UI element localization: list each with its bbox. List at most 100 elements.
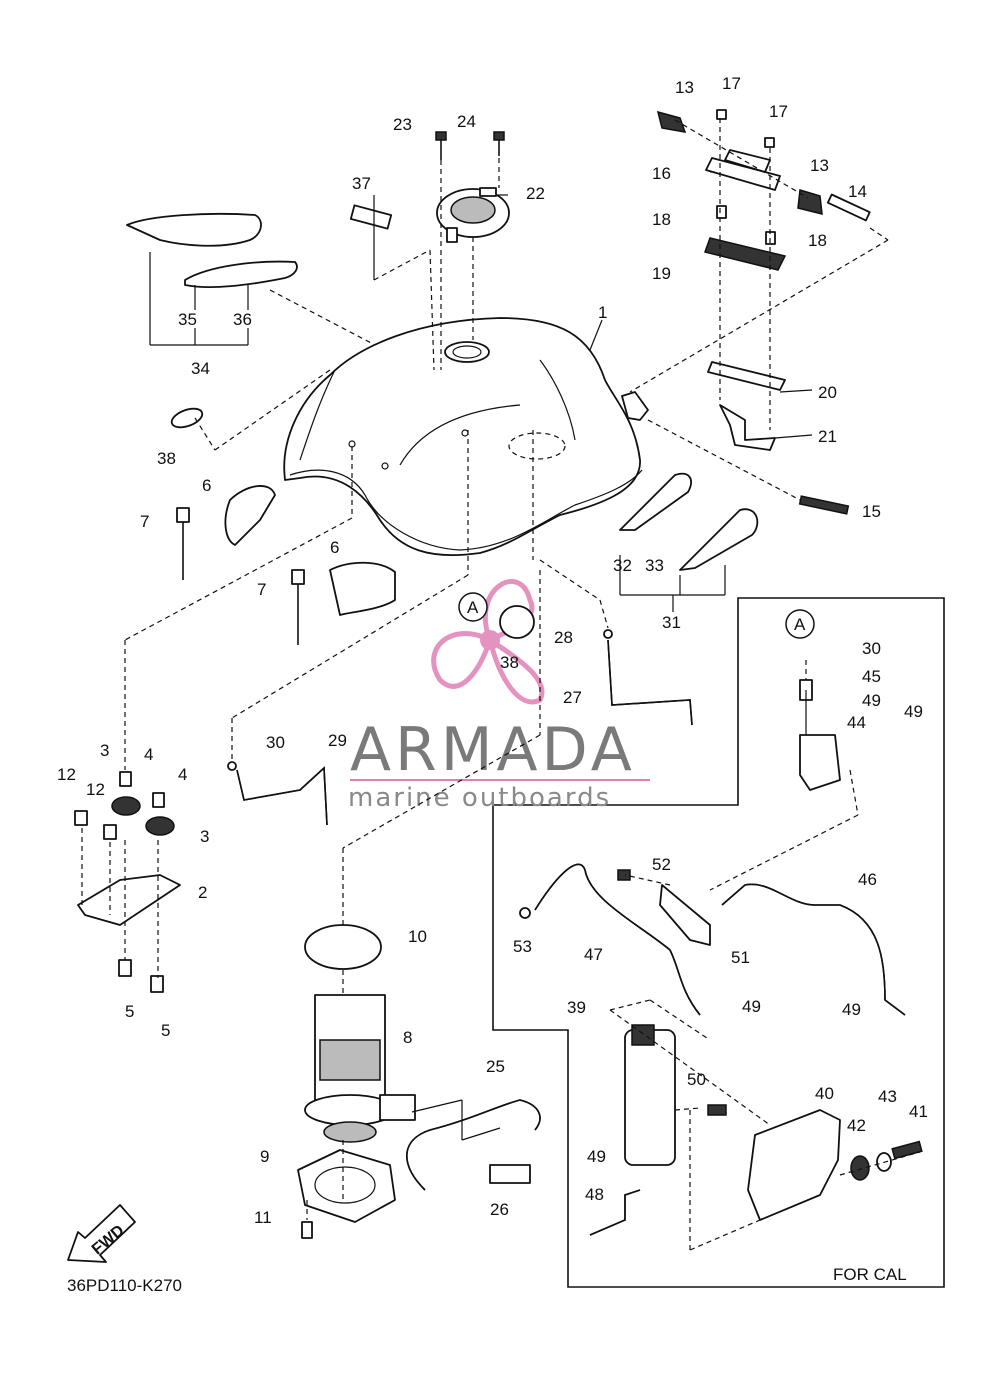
- bolt-52: [617, 869, 631, 881]
- callout-21: 21: [818, 427, 837, 446]
- callout-12-right: 12: [86, 780, 105, 799]
- damper-13-left: [656, 110, 687, 133]
- connector-26: [489, 1164, 531, 1184]
- hose-47: [534, 863, 701, 1016]
- damper-3-left: [111, 796, 141, 816]
- callout-47: 47: [584, 945, 603, 964]
- callout-30-left: 30: [266, 733, 285, 752]
- canister-39: [624, 1029, 676, 1166]
- callout-39: 39: [567, 998, 586, 1017]
- bolt-41: [891, 1140, 923, 1160]
- callout-3-right: 3: [200, 827, 209, 846]
- callout-19: 19: [652, 264, 671, 283]
- callout-23: 23: [393, 115, 412, 134]
- callout-32: 32: [613, 556, 632, 575]
- watermark-hub: [480, 630, 500, 650]
- hose-27: [607, 639, 693, 726]
- bolt-12-left: [74, 810, 88, 826]
- watermark-brand: ARMADA: [350, 715, 636, 785]
- tank-filler-opening: [444, 341, 490, 363]
- callout-38-left: 38: [157, 449, 176, 468]
- filter-44: [799, 734, 841, 791]
- watermark-logo: [431, 579, 545, 705]
- ref-marker-a-circle-cal: [785, 609, 815, 639]
- bolt-24: [493, 131, 505, 156]
- callout-41: 41: [909, 1102, 928, 1121]
- callout-5-right: 5: [161, 1021, 170, 1040]
- side-cover-33: [679, 508, 759, 571]
- cable-tie-7-upper: [176, 507, 190, 580]
- callout-27: 27: [563, 688, 582, 707]
- plate-9: [297, 1149, 396, 1223]
- callout-13-left: 13: [675, 78, 694, 97]
- callout-33: 33: [645, 556, 664, 575]
- for-cal-region-outline: [492, 597, 945, 1288]
- canister-system: [519, 679, 923, 1236]
- bolt-23: [435, 131, 447, 160]
- callout-38-center: 38: [500, 653, 519, 672]
- callout-4-left: 4: [144, 745, 153, 764]
- collar-4-left: [119, 771, 132, 787]
- callout-11: 11: [254, 1208, 272, 1227]
- callout-30-right: 30: [862, 639, 881, 658]
- fuel-pump-8: [304, 994, 416, 1143]
- callout-45: 45: [862, 667, 881, 686]
- bracket-19: [704, 237, 787, 271]
- callout-12-left: 12: [57, 765, 76, 784]
- callout-6-upper: 6: [202, 476, 211, 495]
- front-mount-assembly: [74, 771, 181, 993]
- damper-13-right: [797, 189, 823, 215]
- bolt-15: [798, 495, 850, 515]
- callout-26: 26: [490, 1200, 509, 1219]
- callout-36: 36: [233, 310, 252, 329]
- ref-marker-a-cal: A: [794, 615, 806, 634]
- callout-49-d: 49: [842, 1000, 861, 1019]
- callout-16: 16: [652, 164, 671, 183]
- callout-42: 42: [847, 1116, 866, 1135]
- nut-17-right: [764, 137, 775, 148]
- stay-2: [77, 874, 181, 926]
- bolt-11: [301, 1221, 313, 1239]
- collar-14: [826, 193, 871, 222]
- watermark-tagline: marine outboards: [348, 783, 611, 813]
- plate-20: [707, 361, 786, 391]
- callout-labels: 1 2 3 3 4 4 5 5 6 6 7 7 8 9 10 11 12 12 …: [57, 74, 928, 1227]
- callout-17-right: 17: [769, 102, 788, 121]
- callout-22: 22: [526, 184, 545, 203]
- callout-9: 9: [260, 1147, 269, 1166]
- callout-43: 43: [878, 1087, 897, 1106]
- stay-21: [719, 404, 776, 451]
- fuel-tank: [283, 317, 649, 557]
- callout-34: 34: [191, 359, 210, 378]
- bolt-5-right: [150, 975, 164, 993]
- damper-3-right: [145, 816, 175, 836]
- callout-14: 14: [848, 182, 867, 201]
- callout-2: 2: [198, 883, 207, 902]
- collar-4-right: [152, 792, 165, 808]
- callout-17-left: 17: [722, 74, 741, 93]
- callout-18-left: 18: [652, 210, 671, 229]
- bolt-12-right: [103, 824, 117, 840]
- nut-17-left: [716, 109, 727, 120]
- gasket-10: [304, 924, 382, 970]
- damper-6-lower: [329, 561, 396, 616]
- callout-7-lower: 7: [257, 580, 266, 599]
- grommet-42: [850, 1155, 870, 1181]
- callout-25: 25: [486, 1057, 505, 1076]
- callout-7-upper: 7: [140, 512, 149, 531]
- fuel-cap-assembly: [436, 187, 510, 243]
- callout-15: 15: [862, 502, 881, 521]
- diagram-code: 36PD110-K270: [67, 1276, 182, 1295]
- clip-30-left: [227, 761, 237, 771]
- tank-emblem-35: [126, 212, 262, 247]
- forward-arrow-icon: [67, 1204, 136, 1263]
- callout-1: 1: [598, 303, 607, 322]
- callout-20: 20: [818, 383, 837, 402]
- callout-28: 28: [554, 628, 573, 647]
- callout-18-right: 18: [808, 231, 827, 250]
- callout-50: 50: [687, 1070, 706, 1089]
- rear-bracket-assembly: [656, 109, 871, 515]
- callout-37: 37: [352, 174, 371, 193]
- callout-24: 24: [457, 112, 476, 131]
